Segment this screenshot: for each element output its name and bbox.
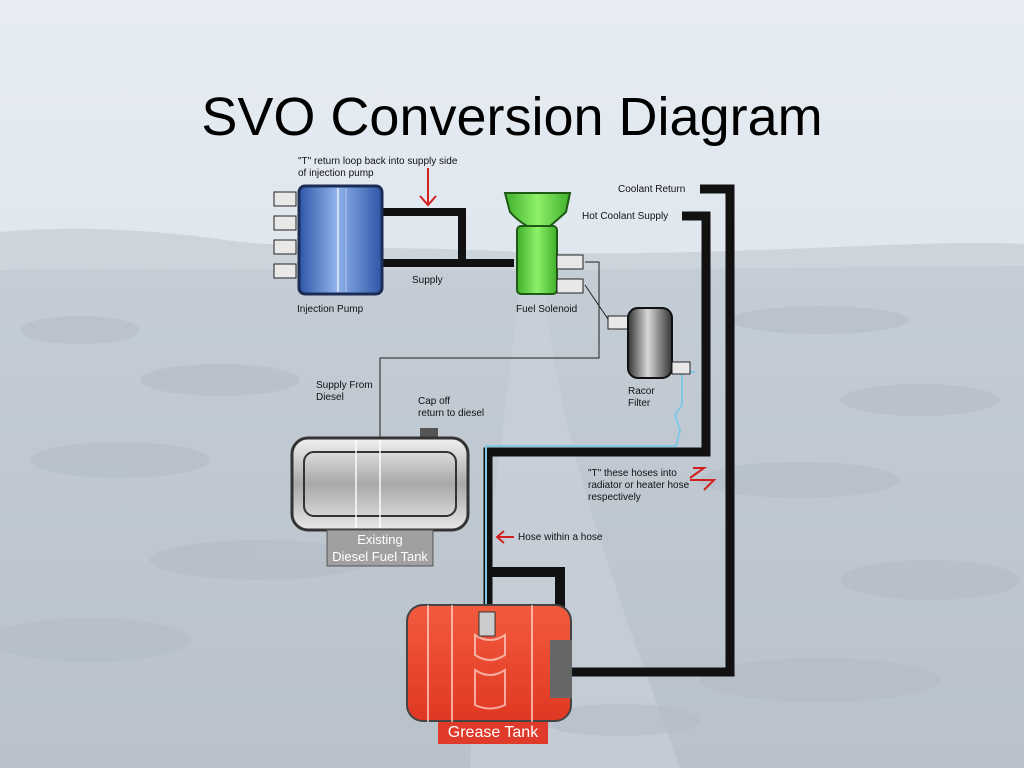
injection-pump — [273, 184, 384, 296]
grease-tank — [406, 604, 572, 744]
label-grease-tank: Grease Tank — [447, 724, 539, 741]
hose-within-hose — [485, 371, 695, 630]
label-supply-from-diesel: Supply From Diesel — [316, 380, 373, 403]
label-supply: Supply — [412, 275, 443, 286]
diesel-tank — [290, 428, 470, 567]
label-fuel-solenoid: Fuel Solenoid — [516, 304, 578, 315]
supply-line — [382, 208, 514, 267]
red-arrows — [419, 168, 717, 544]
racor-filter — [607, 307, 691, 379]
label-diesel-tank: Existing Diesel Fuel Tank — [332, 532, 428, 564]
label-t-hoses: "T" these hoses into radiator or heater … — [588, 468, 690, 503]
label-coolant-return: Coolant Return — [618, 184, 686, 195]
label-racor-filter: Racor Filter — [628, 386, 655, 409]
label-cap-off: Cap off return to diesel — [418, 396, 485, 419]
label-injection-pump: Injection Pump — [297, 304, 364, 315]
label-hose-within-hose: Hose within a hose — [518, 532, 603, 543]
label-t-return: "T" return loop back into supply side of… — [298, 156, 458, 179]
coolant-lines — [483, 184, 735, 677]
label-hot-coolant-supply: Hot Coolant Supply — [582, 211, 669, 222]
slide-title: SVO Conversion Diagram — [201, 87, 823, 147]
fuel-solenoid — [503, 192, 584, 295]
